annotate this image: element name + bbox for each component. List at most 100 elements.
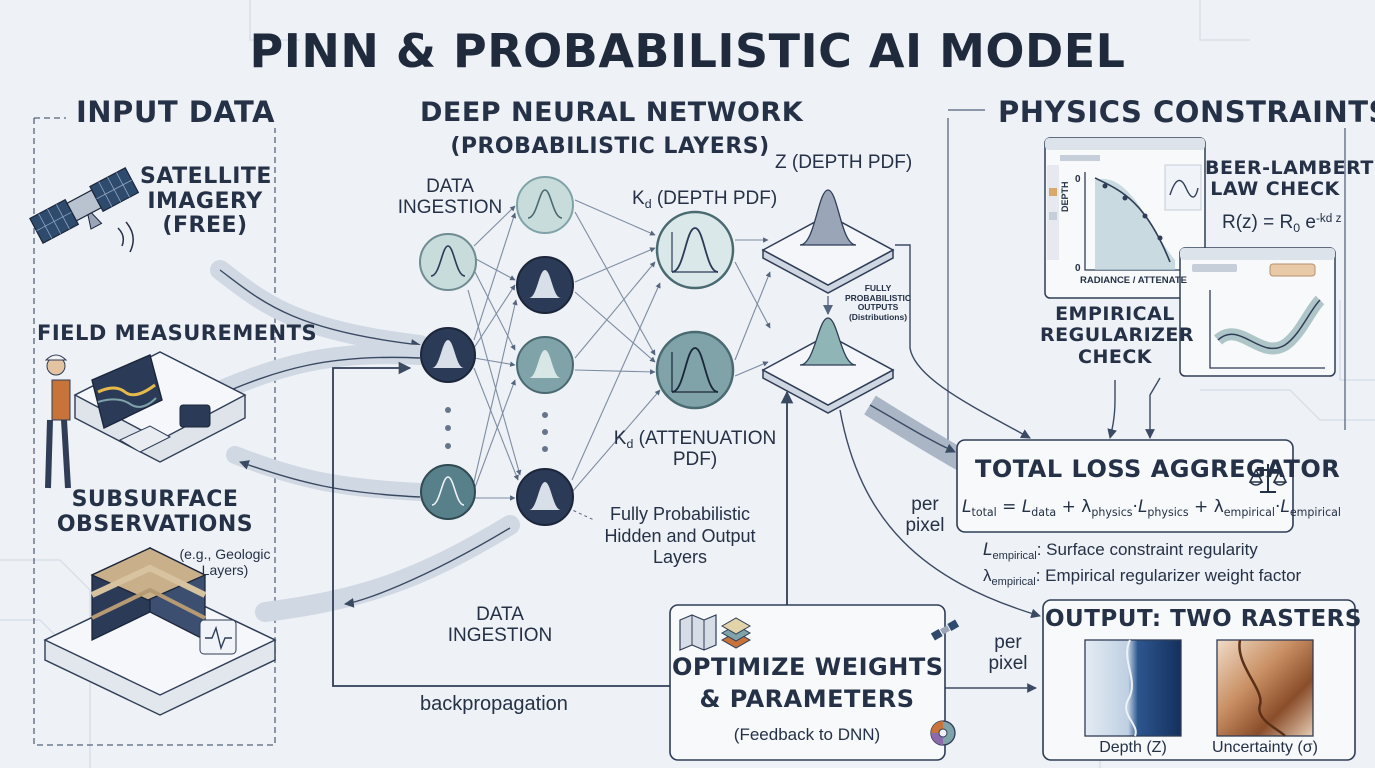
kd-atten-sub: d: [626, 437, 634, 452]
fpo-line-4: (Distributions): [848, 311, 908, 322]
def1-text: : Surface constraint regularity: [1036, 540, 1258, 559]
empirical-line-3: CHECK: [1078, 345, 1152, 368]
subsurface-note: (e.g., Geologic Layers): [170, 546, 280, 578]
plot-tick-top: 0: [1075, 174, 1081, 185]
node-kd-attenuation: [655, 330, 735, 410]
hidden-note-2: Hidden and Output: [604, 525, 756, 546]
loss-sub-physics-1: physics: [1091, 505, 1133, 519]
data-ingestion-bottom-2: INGESTION: [447, 625, 553, 647]
def2-sub: empirical: [991, 575, 1036, 588]
scales-icon: [1248, 464, 1288, 493]
z-depth-pdf-label: Z (DEPTH PDF): [775, 152, 913, 173]
backprop-label: backpropagation: [420, 693, 568, 715]
plot-x-label: RADIANCE / ATTENATE: [1080, 275, 1187, 286]
subsurface-block-illustration: [43, 546, 277, 716]
total-loss-heading: TOTAL LOSS AGGREGATOR: [975, 455, 1341, 483]
node-input-3: [420, 464, 476, 520]
dnn-subheading: (PROBABILISTIC LAYERS): [450, 134, 770, 159]
optimize-note: (Feedback to DNN): [733, 725, 881, 744]
data-ingestion-top-2: INGESTION: [397, 197, 503, 219]
subsurface-note-1: (e.g., Geologic: [179, 546, 271, 562]
kd-depth-rest: (DEPTH PDF): [651, 188, 778, 209]
field-equipment-illustration: [44, 351, 247, 489]
page-title: PINN & PROBABILISTIC AI MODEL: [249, 24, 1126, 78]
hidden-note-3: Layers: [652, 547, 708, 568]
satellite-line-1: SATELLITE: [140, 164, 272, 189]
loss-sub-empirical-2: empirical: [1289, 505, 1341, 519]
data-ingestion-bottom: DATA INGESTION: [425, 604, 575, 647]
per-pixel-1-line-1: per: [911, 494, 939, 515]
def1-sub: empirical: [992, 549, 1037, 562]
loss-def-1: Lempirical: Surface constraint regularit…: [983, 540, 1258, 562]
node-hidden-3: [516, 336, 574, 394]
network-nodes: [419, 176, 735, 526]
data-ingestion-top: DATA INGESTION: [385, 176, 515, 219]
loss-eq: =: [996, 497, 1022, 517]
satellite-line-3: (FREE): [162, 213, 248, 239]
loss-sub-physics-2: physics: [1147, 505, 1189, 519]
def2-text: : Empirical regularizer weight factor: [1035, 566, 1302, 585]
output-diamond-top: [761, 189, 895, 294]
plot-y-label: DEPTH: [1060, 181, 1070, 212]
input-data-heading: INPUT DATA: [70, 96, 281, 128]
dnn-heading: DEEP NEURAL NETWORK: [420, 97, 804, 128]
loss-L1: L: [962, 497, 972, 517]
node-hidden-1: [516, 176, 574, 234]
network-connections: [467, 199, 771, 501]
formula-lhs: R(z) = R: [1222, 212, 1294, 233]
subsurface-line-2: OBSERVATIONS: [56, 511, 254, 537]
node-input-1: [419, 233, 477, 291]
data-ingestion-bottom-1: DATA: [476, 604, 524, 625]
flow-subsurface-swoosh: [255, 515, 520, 622]
formula-r0-sub: 0: [1293, 221, 1301, 236]
formula-e: e: [1300, 212, 1316, 233]
loss-dot-2: ·: [1274, 497, 1281, 517]
per-pixel-label-1: per pixel: [895, 494, 955, 537]
loss-lambda-1: λ: [1081, 497, 1092, 517]
satellite-line-2: IMAGERY: [147, 188, 263, 214]
beer-lambert-plot-panel: [1044, 137, 1206, 299]
per-pixel-2-line-1: per: [994, 632, 1022, 653]
loss-L4: L: [1280, 497, 1290, 517]
def1-L: L: [983, 540, 993, 560]
empirical-line-2: REGULARIZER: [1040, 324, 1195, 347]
loss-def-2: λempirical: Empirical regularizer weight…: [983, 566, 1302, 588]
per-pixel-arrow-1: [839, 409, 1041, 619]
loss-L3: L: [1137, 497, 1148, 517]
uncertainty-label: Uncertainty (σ): [1212, 739, 1318, 756]
output-diamond-bottom: [761, 317, 895, 414]
physics-heading: PHYSICS CONSTRAINTS: [992, 96, 1375, 128]
map-icon: [679, 614, 717, 651]
empirical-plot-panel: [1179, 247, 1336, 377]
per-pixel-label-2: per pixel: [978, 632, 1038, 675]
kd-atten-rest: (ATTENUATION: [633, 428, 777, 449]
small-satellite-icon: [930, 619, 960, 641]
optimize-line-1: OPTIMIZE WEIGHTS: [672, 653, 944, 681]
node-hidden-2: [516, 256, 574, 314]
kd-atten-k: K: [613, 428, 627, 449]
beer-lambert-formula: R(z) = R0 e-kd z: [1222, 211, 1342, 236]
layers-icon: [720, 617, 752, 649]
loss-sub-data: data: [1031, 505, 1057, 519]
kd-depth-k: K: [632, 188, 645, 209]
loss-plus-1: +: [1056, 497, 1082, 517]
backprop-arrow: [332, 361, 670, 687]
kd-depth-pdf-label: Kd (DEPTH PDF): [632, 188, 778, 211]
subsurface-label: SUBSURFACE OBSERVATIONS: [55, 487, 255, 537]
empirical-line-1: EMPIRICAL: [1055, 303, 1175, 325]
plot-tick-bottom: 0: [1075, 263, 1081, 274]
formula-exponent: -kd z: [1315, 211, 1342, 225]
subsurface-line-1: SUBSURFACE: [71, 487, 239, 512]
node-kd-depth: [655, 210, 735, 290]
satellite-label: SATELLITE IMAGERY (FREE): [140, 164, 272, 239]
kd-atten-line-2: PDF): [672, 449, 718, 471]
loss-dot-1: ·: [1132, 497, 1138, 517]
empirical-check-label: EMPIRICAL REGULARIZER CHECK: [1040, 303, 1195, 368]
depth-raster: [1084, 639, 1182, 737]
data-ingestion-top-1: DATA: [426, 176, 474, 197]
flow-field-swoosh: [200, 344, 430, 405]
flow-field-lower: [226, 446, 429, 501]
hidden-layers-note: Fully Probabilistic Hidden and Output La…: [590, 504, 770, 569]
